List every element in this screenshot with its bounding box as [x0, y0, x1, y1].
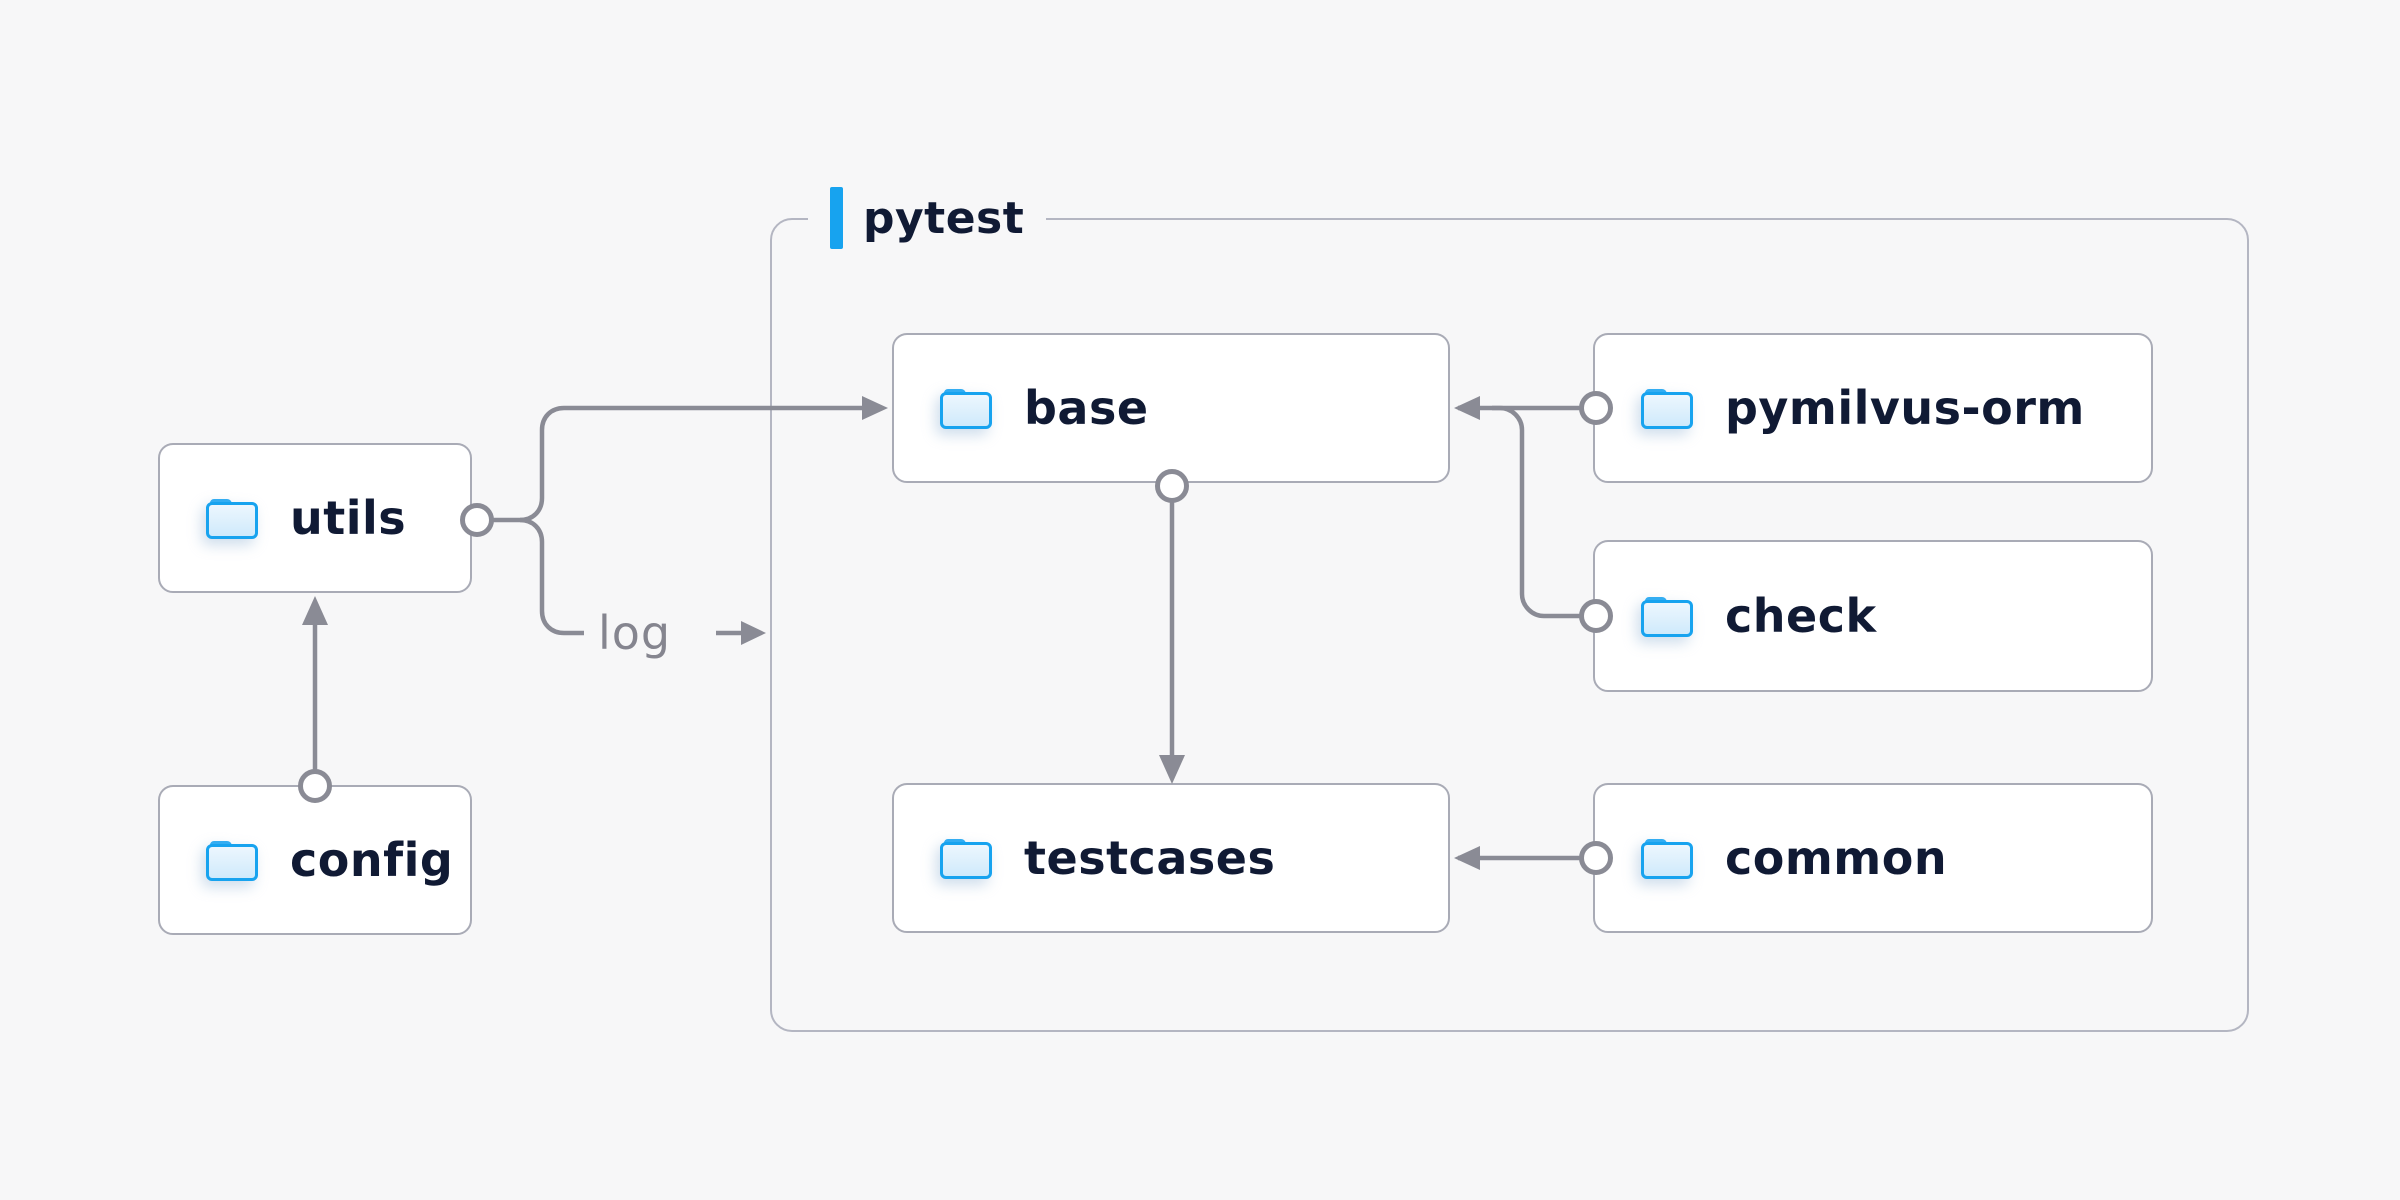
pytest-container: [770, 218, 2249, 1032]
arrowhead-up-icon: [302, 596, 328, 625]
node-label: config: [290, 833, 454, 887]
node-testcases: testcases: [892, 783, 1450, 933]
node-base: base: [892, 333, 1450, 483]
folder-icon: [940, 389, 992, 429]
folder-icon: [940, 839, 992, 879]
accent-bar-icon: [830, 187, 843, 249]
folder-icon: [1641, 839, 1693, 879]
arrowhead-right-icon: [741, 621, 766, 645]
folder-icon: [1641, 389, 1693, 429]
edge-label-log: log: [598, 606, 672, 660]
edge-utils-log: [519, 517, 584, 636]
node-pymilvus-orm: pymilvus-orm: [1593, 333, 2153, 483]
node-label: utils: [290, 491, 407, 545]
node-config: config: [158, 785, 472, 935]
pytest-container-label: pytest: [808, 186, 1047, 250]
container-title: pytest: [863, 192, 1025, 244]
folder-icon: [1641, 597, 1693, 637]
node-label: testcases: [1024, 831, 1276, 885]
node-label: check: [1725, 589, 1877, 643]
folder-icon: [206, 841, 258, 881]
node-utils: utils: [158, 443, 472, 593]
node-label: common: [1725, 831, 1948, 885]
node-common: common: [1593, 783, 2153, 933]
node-check: check: [1593, 540, 2153, 692]
folder-icon: [206, 499, 258, 539]
node-label: base: [1024, 381, 1149, 435]
node-label: pymilvus-orm: [1725, 381, 2085, 435]
